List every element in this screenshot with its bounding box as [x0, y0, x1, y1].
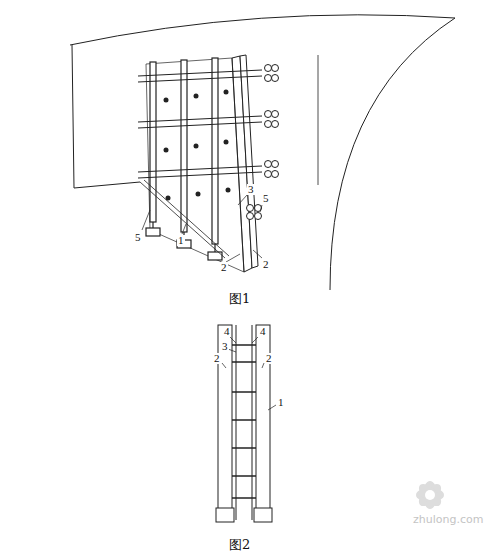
fig2-section — [216, 325, 272, 522]
callout-number: 2 — [265, 353, 273, 364]
watermark-logo — [415, 480, 445, 510]
callout-number: 3 — [247, 184, 255, 195]
callout-number: 5 — [134, 232, 142, 243]
callout-number: 5 — [262, 193, 270, 204]
callout-number: 2 — [220, 262, 228, 273]
tie-rods — [232, 345, 256, 498]
callout-number: 3 — [221, 341, 229, 352]
room-outline — [70, 15, 455, 290]
pipe-ends — [247, 65, 279, 220]
fig2-leaders — [222, 337, 276, 410]
figure-caption: 图2 — [228, 538, 251, 551]
watermark: zhulong.com — [412, 514, 484, 525]
callout-number: 2 — [262, 259, 270, 270]
vertical-posts — [146, 58, 222, 260]
callout-number: 4 — [259, 326, 267, 337]
walers — [138, 70, 262, 258]
callout-number: 4 — [223, 326, 231, 337]
callout-number: 1 — [177, 235, 185, 246]
callout-number: 2 — [213, 353, 221, 364]
figure-caption: 图1 — [228, 292, 251, 305]
bolts — [164, 90, 231, 201]
wall-panels — [146, 55, 258, 272]
leader-lines — [142, 195, 262, 262]
callout-number: 1 — [277, 397, 285, 408]
